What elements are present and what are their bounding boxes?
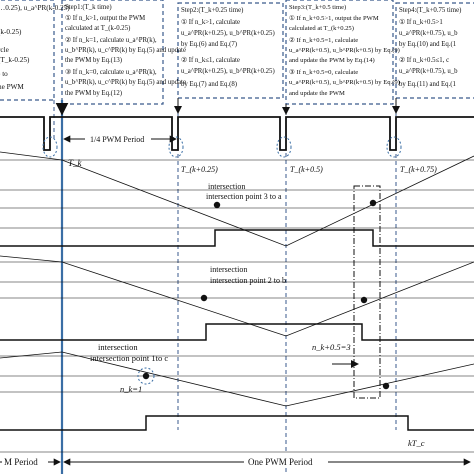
intersection-1-circle <box>137 367 155 385</box>
step1-box <box>61 0 164 105</box>
step3-line9: and update the PWM <box>289 90 345 97</box>
step3-line8: u_a^PR(k+0.5), u_b^PR(k+0.5) by Eq.(9) <box>289 79 400 86</box>
intersection-3-dot <box>213 201 221 209</box>
sampling-clock-waveform <box>0 116 474 151</box>
step1-line3: calculated at T_(k-0.25) <box>65 25 130 32</box>
step4-line2: ① If n_k+0.5>1 <box>399 18 443 26</box>
intersection-a-right-dot <box>369 199 377 207</box>
step4-line6: u_a^PR(k+0.75), u_b <box>399 68 458 75</box>
edge-circle-tk075 <box>386 136 402 158</box>
pwm-c <box>0 415 474 431</box>
step1-line4: ② If n_k=1, calculate u_a^PR(k), <box>65 36 157 44</box>
left-pwm-period-label: M Period <box>4 457 38 467</box>
edge-circle-tk <box>42 136 58 158</box>
left-box-line1: …0.25), u_a^PR(k-0.25) <box>0 4 70 12</box>
step2-box <box>177 2 284 99</box>
intersection1-label-line1: intersection <box>98 342 138 352</box>
step1-line9: the PWM by Eq.(12) <box>65 90 122 97</box>
step3-line1: Step3:(T_k+0.5 time) <box>289 4 346 11</box>
step4-line7: by Eq.(11) and Eq.(1 <box>399 81 456 88</box>
step1-line6: the PWM by Eq.(13) <box>65 57 122 64</box>
ktc-label: kT_c <box>408 438 425 448</box>
step3-line5: u_a^PR(k+0.5), u_b^PR(k+0.5) by Eq.(9) <box>289 47 400 54</box>
step4-box <box>395 2 474 99</box>
step3-line6: and update the PWM by Eq.(14) <box>289 57 375 64</box>
step2-line1: Step2:(T_k+0.25 time) <box>181 7 243 14</box>
step1-line5: u_b^PR(k), u_c^PR(k) by Eq.(5) and updat… <box>65 47 186 54</box>
intersection3-label-line2: intersection point 3 to a <box>206 192 282 201</box>
step1-line7: ③ If n_k=0, calculate u_a^PR(k), <box>65 68 157 76</box>
tk075-label: T_(k+0.75) <box>400 165 437 174</box>
intersection2-label-line2: intersection point 2 to b <box>210 276 286 285</box>
left-box-line3: rcle <box>0 46 9 54</box>
left-box-line2: (k-0.25) <box>0 28 22 36</box>
intersection-1-dot <box>142 372 150 380</box>
left-box-line4: (T_k-0.25) <box>0 56 30 64</box>
step4-line4: by Eq.(10) and Eq.(1 <box>399 41 456 48</box>
step1-line8: u_b^PR(k), u_c^PR(k) by Eq.(5) and updat… <box>65 79 186 86</box>
step3-line2: ① If n_k+0.5>1, output the PWM <box>289 14 379 22</box>
step3-line3: calculated at T_(k+0.25) <box>289 25 354 32</box>
pwm-a <box>0 229 474 247</box>
step4-line5: ② If n_k+0.5≤1, c <box>399 56 449 64</box>
step4-line3: u_a^PR(k+0.75), u_b <box>399 30 458 37</box>
tk-label: T_k <box>68 158 83 168</box>
intersection1-label-line2: intersection point 1to c <box>90 353 168 363</box>
intersection3-label-line1: intersection <box>208 182 245 191</box>
carrier-c <box>0 351 474 407</box>
intersection-b-right-dot <box>360 296 368 304</box>
step3-line7: ③ If n_k+0.5=0, calculate <box>289 68 358 76</box>
step2-line2: ① If n_k>1, calculate <box>181 18 240 26</box>
pwm-b <box>0 323 474 341</box>
left-box-line5: ) to <box>0 70 8 78</box>
tk025-label: T_(k+0.25) <box>181 165 218 174</box>
left-step-box <box>0 0 55 101</box>
quarter-period-label: 1/4 PWM Period <box>90 135 144 144</box>
intersection-c-right-dot <box>382 382 390 390</box>
step2-line6: u_a^PR(k+0.25), u_b^PR(k+0.25) <box>181 68 275 75</box>
step1-line2: ① If n_k>1, output the PWM <box>65 14 145 22</box>
nk05-label: n_k+0.5=3 <box>312 342 351 352</box>
intersection-2-dot <box>200 294 208 302</box>
one-pwm-period-label: One PWM Period <box>248 457 313 467</box>
step1-line1: Step1:(T_k time) <box>65 4 112 11</box>
step2-line5: ② If n_k≤1, calculate <box>181 56 240 64</box>
dashdot-region-box <box>353 185 381 399</box>
tk05-label: T_(k+0.5) <box>290 165 323 174</box>
edge-circle-tk05 <box>276 136 292 158</box>
step4-line1: Step4:(T_k+0.75 time) <box>399 7 461 14</box>
carrier-b <box>0 255 474 337</box>
quarter-period-label-bg <box>85 133 151 145</box>
step2-line7: by Eq.(7) and Eq.(8) <box>181 81 237 88</box>
step3-line4: ② If n_k+0.5=1, calculate <box>289 36 358 44</box>
nk1-label: n_k=1 <box>120 384 142 394</box>
step2-line4: by Eq.(6) and Eq.(7) <box>181 41 237 48</box>
left-pwm-period-label-bg <box>2 454 48 468</box>
intersection2-label-line1: intersection <box>210 265 247 274</box>
step2-line3: u_a^PR(k+0.25), u_b^PR(k+0.25) <box>181 30 275 37</box>
left-box-line6: ne PWM <box>0 83 24 91</box>
one-pwm-period-label-bg <box>244 454 328 468</box>
